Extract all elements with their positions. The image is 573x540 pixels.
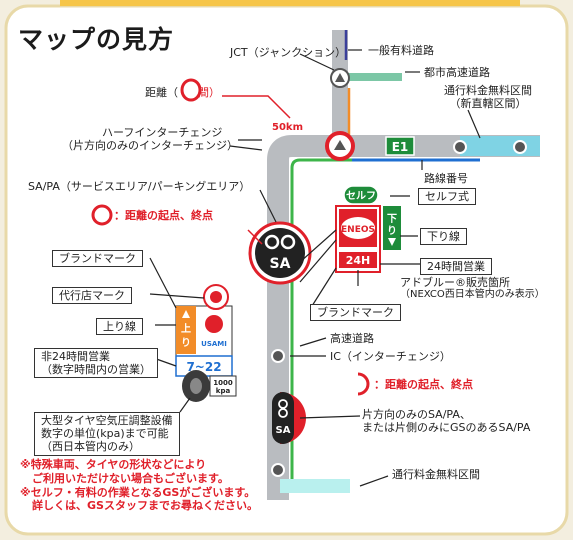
- route-number-label: 路線番号: [424, 172, 468, 185]
- adblue-label: アドブルー®販売箇所 （NEXCO西日本管内のみ表示）: [400, 276, 545, 301]
- brand-mark-label-left: ブランドマーク: [52, 250, 143, 268]
- up-arrow-icon: [182, 310, 190, 318]
- self-service-badge-text: セルフ: [346, 190, 376, 202]
- not-24h-label-line1: 非24時間営業: [41, 350, 110, 363]
- distance-point-label-half: ：距離の起点、終点: [374, 378, 473, 391]
- general-toll-road-label: 一般有料道路: [368, 44, 434, 57]
- distance-value: 50km: [272, 122, 303, 133]
- sapa-ring-right: [280, 234, 296, 250]
- toll-free-label-line2: （新直轄区間）: [449, 97, 527, 111]
- ic-label: IC（インターチェンジ）: [330, 350, 451, 363]
- tire-equipment-label: 大型タイヤ空気圧調整設備 数字の単位(kpa)まで可能 （西日本管内のみ）: [34, 412, 180, 456]
- expressway-label: 高速道路: [330, 332, 374, 345]
- sapa-label: SA/PA（サービスエリア/パーキングエリア）: [28, 180, 251, 193]
- toll-free-bottom-label: 通行料金無料区間: [392, 468, 480, 481]
- gs-brand-logo-oval: [341, 217, 375, 239]
- notes-section: ※特殊車両、タイヤの形状などにより ご利用いただけない場合もございます。 ※セル…: [20, 458, 350, 513]
- half-ic-triangle-icon: [334, 140, 346, 150]
- expressway-green-line: [290, 158, 470, 492]
- gs-24h-text: 24H: [346, 254, 371, 267]
- agency-mark-label: 代行店マーク: [52, 287, 132, 305]
- up-lane-sign: [176, 306, 196, 354]
- half-ic-label-line1: ハーフインターチェンジ: [102, 126, 223, 139]
- urban-expressway-label: 都市高速道路: [424, 66, 490, 79]
- one-side-ring-bottom: [278, 408, 288, 418]
- sapa-ring-left: [264, 234, 280, 250]
- tire-equipment-line3: （西日本管内のみ）: [41, 440, 140, 454]
- note-line: ※セルフ・有料の作業となるGSがございます。: [20, 485, 256, 499]
- one-side-sapa-icon: [272, 392, 294, 444]
- main-expressway-line: [267, 135, 540, 500]
- adblue-label-line2: （NEXCO西日本管内のみ表示）: [400, 289, 545, 301]
- page-title: マップの見方: [18, 25, 175, 54]
- sapa-marker-icon: [255, 228, 305, 278]
- distance-label-right: 間）: [198, 86, 220, 99]
- gs-24h-badge: [339, 252, 377, 268]
- distance-label-left: 距離（: [145, 86, 178, 99]
- distance-point-label: ：距離の起点、終点: [114, 209, 213, 222]
- down-lane-sign: [383, 206, 401, 250]
- brand-mark-icon: [205, 315, 223, 333]
- up-lane-sign-text: り: [181, 337, 191, 349]
- jct-label: JCT（ジャンクション）: [230, 46, 347, 59]
- route-number-text: E1: [392, 140, 409, 154]
- down-arrow-icon: [388, 238, 396, 246]
- one-side-ring-top: [278, 399, 288, 409]
- one-side-sapa-label: 片方向のみのSA/PA、 または片側のみにGSのあるSA/PA: [362, 408, 530, 434]
- adblue-label-line1: アドブルー®販売箇所: [400, 276, 510, 289]
- sapa-marker-text: SA: [270, 256, 291, 272]
- jct-triangle-icon: [335, 73, 345, 82]
- self-service-label: セルフ式: [418, 188, 476, 206]
- up-lane-label: 上り線: [96, 318, 143, 336]
- ic-dot: [271, 349, 285, 363]
- route-number-sign: [385, 136, 415, 156]
- down-lane-sign-text: り: [387, 225, 397, 237]
- top-strip: [60, 0, 520, 6]
- ic-dot: [513, 140, 527, 154]
- one-side-sapa-line2: または片側のみにGSのあるSA/PA: [362, 421, 531, 435]
- up-lane-sign-text: 上: [181, 322, 191, 335]
- open-24h-label: 24時間営業: [420, 258, 492, 276]
- tire-equipment-line2: 数字の単位(kpa)まで可能: [41, 427, 169, 441]
- toll-free-label: 通行料金無料区間 （新直轄区間）: [444, 84, 532, 110]
- one-side-sapa-line1: 片方向のみのSA/PA、: [362, 408, 471, 421]
- half-ic-label: ハーフインターチェンジ （片方向のみのインターチェンジ）: [62, 126, 238, 152]
- kpa-value: 1000: [213, 379, 233, 387]
- agency-mark-dot: [210, 291, 222, 303]
- tire-equipment-line1: 大型タイヤ空気圧調整設備: [41, 414, 173, 427]
- self-service-badge: [343, 185, 379, 205]
- brand-name: USAMI: [201, 340, 227, 348]
- distance-point-ring-icon: [91, 204, 113, 226]
- kpa-unit: kpa: [216, 387, 231, 395]
- ic-dot: [453, 140, 467, 154]
- distance-ring-icon: [180, 78, 202, 102]
- kpa-badge: [209, 375, 237, 397]
- down-lane-sign-text: 下: [387, 213, 397, 225]
- toll-free-label-line1: 通行料金無料区間: [444, 84, 532, 97]
- note-line: 詳しくは、GSスタッフまでお尋ねください。: [32, 499, 258, 513]
- half-ic-label-line2: （片方向のみのインターチェンジ）: [62, 139, 238, 153]
- distance-point-half-icon: [357, 372, 370, 396]
- down-lane-label: 下り線: [420, 228, 467, 246]
- not-24h-label-line2: （数字時間内の営業）: [41, 363, 151, 377]
- distance-label: 距離（ 間）: [145, 86, 220, 99]
- note-line: ご利用いただけない場合もございます。: [32, 471, 229, 485]
- ic-dot: [271, 463, 285, 477]
- tire-hub: [190, 378, 202, 394]
- leader-lines: [147, 49, 481, 487]
- brand-mark-label-right: ブランドマーク: [310, 304, 401, 322]
- red-leader-lines: [222, 95, 291, 245]
- gs-brand-name: ENEOS: [341, 225, 375, 235]
- note-line: ※特殊車両、タイヤの形状などにより: [20, 458, 207, 471]
- one-side-sapa-text: SA: [276, 425, 291, 436]
- not-24h-label: 非24時間営業 （数字時間内の営業）: [34, 348, 158, 379]
